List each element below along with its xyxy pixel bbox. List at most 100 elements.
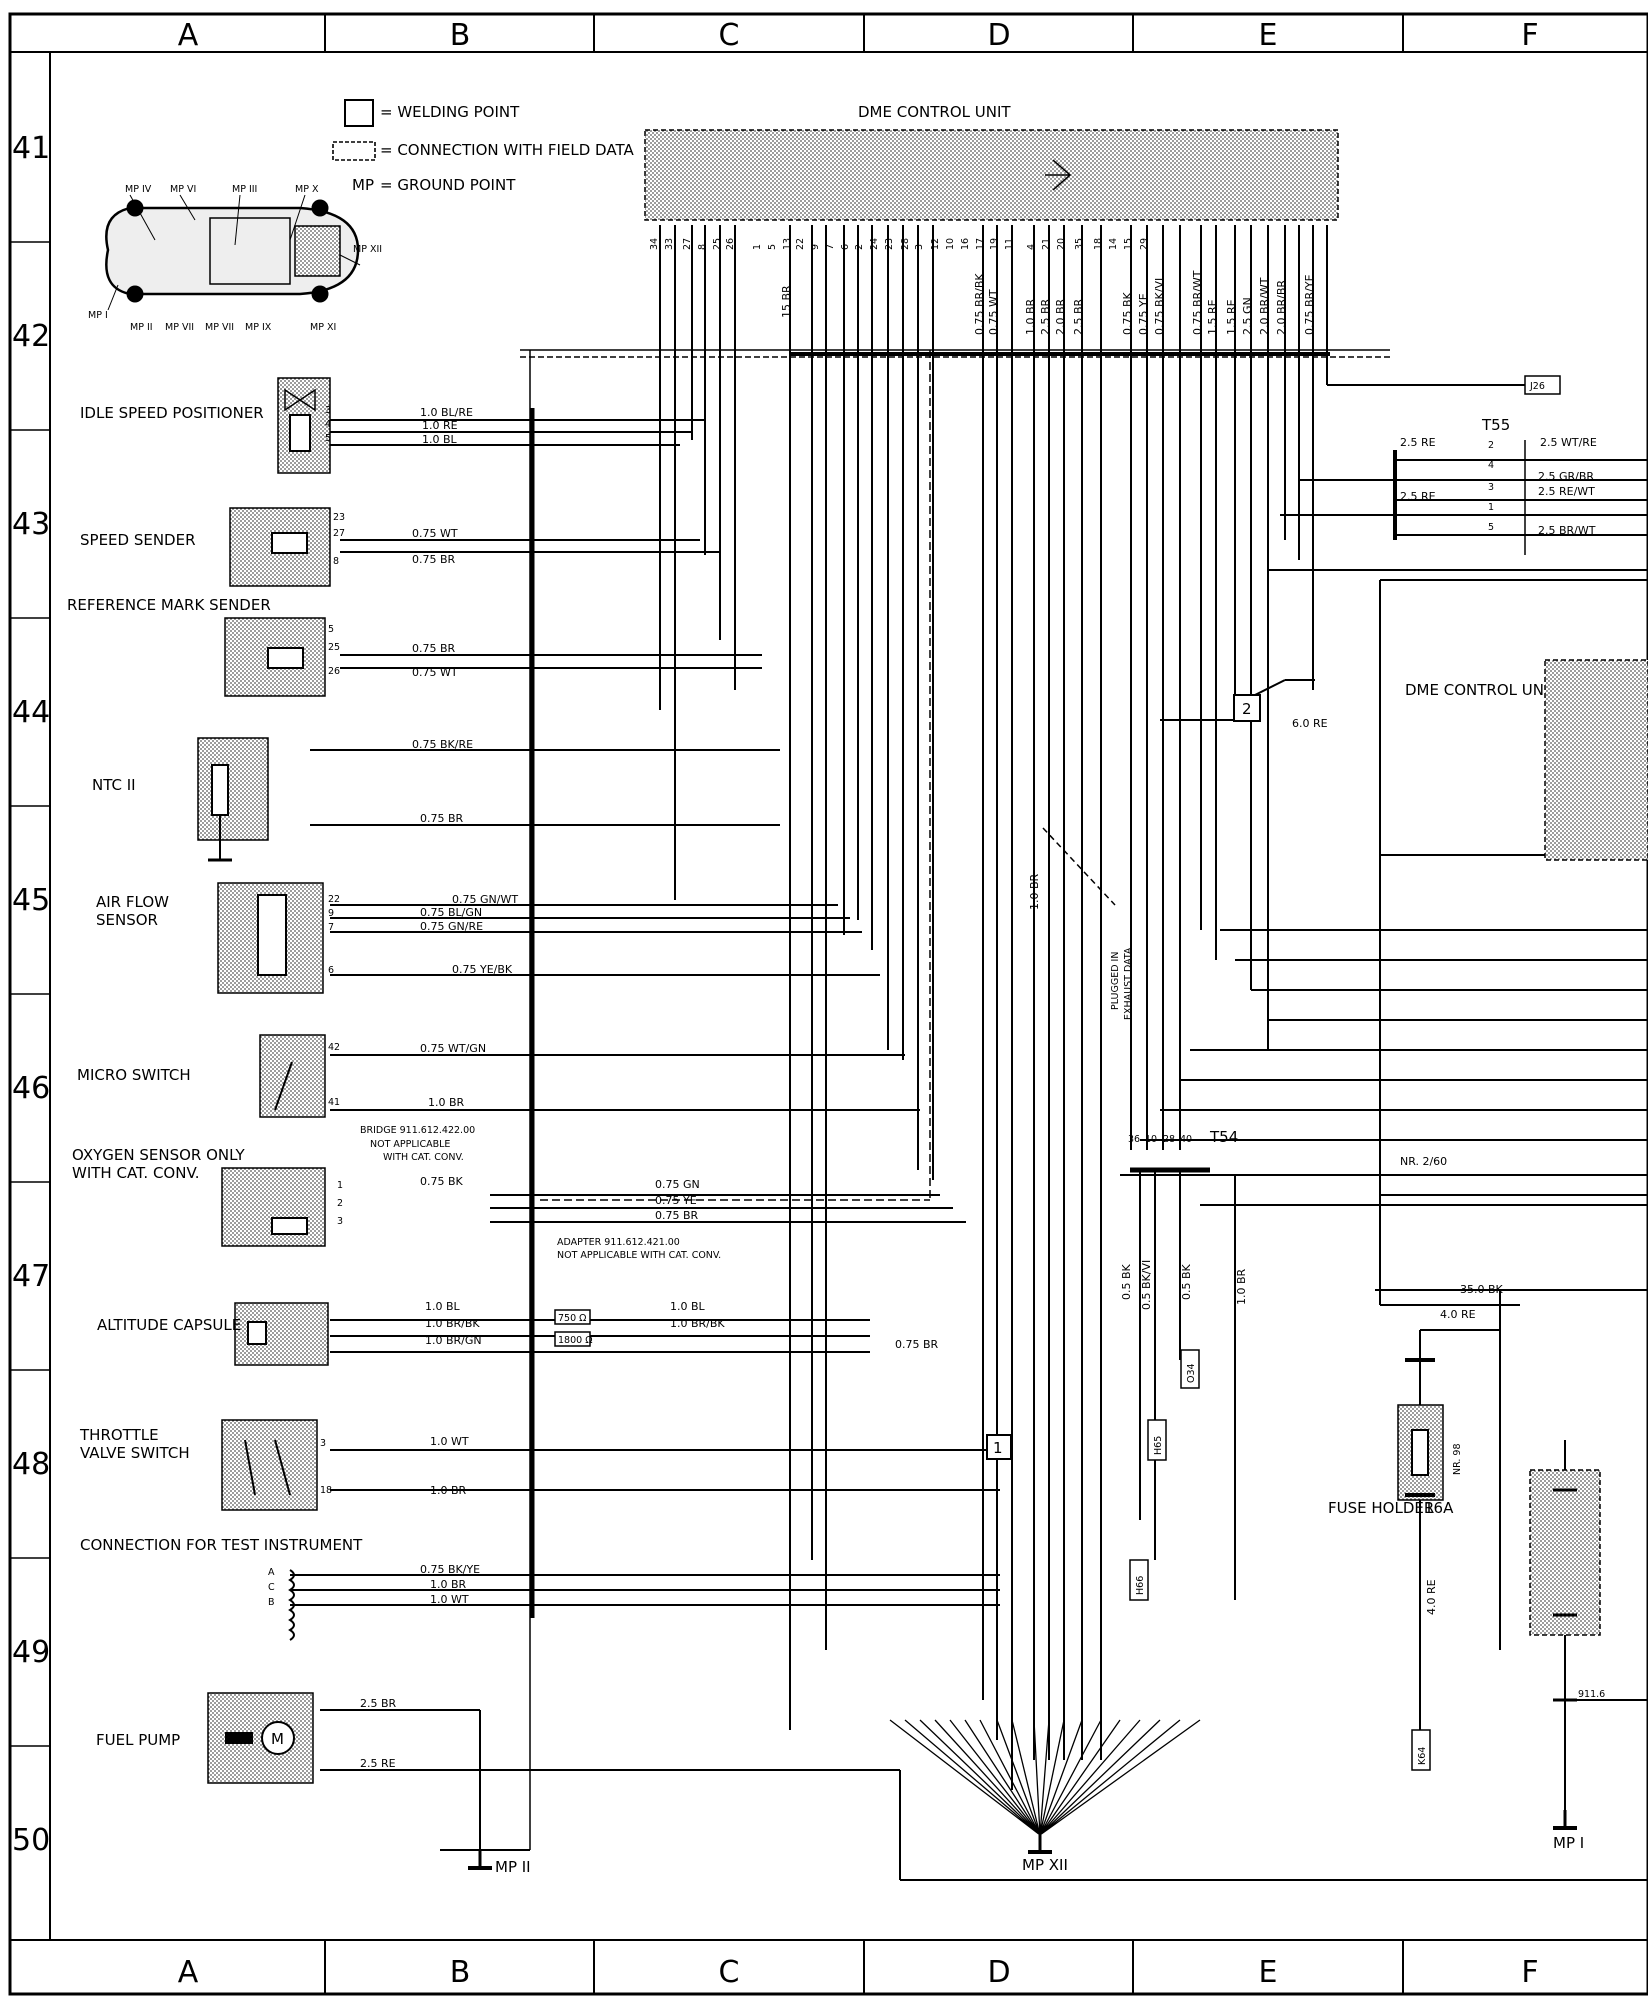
component-label: VALVE SWITCH: [80, 1444, 190, 1462]
svg-text:= GROUND POINT: = GROUND POINT: [380, 176, 516, 194]
dme-pin-label: 3: [914, 244, 925, 250]
svg-text:MP XI: MP XI: [310, 322, 336, 333]
svg-text:28: 28: [1163, 1134, 1175, 1145]
svg-text:0.75 WT: 0.75 WT: [412, 527, 458, 540]
dme-pin-label: 10: [945, 238, 956, 250]
dme-pin-label: 33: [664, 238, 675, 250]
svg-text:4.0 RE: 4.0 RE: [1440, 1308, 1476, 1321]
svg-text:9: 9: [328, 908, 334, 919]
svg-text:J26: J26: [1529, 381, 1545, 392]
oxygen-sensor-component: OXYGEN SENSOR ONLY WITH CAT. CONV. 1 2 3…: [72, 1125, 700, 1247]
dme-pin-label: 35: [1074, 238, 1085, 250]
mp-ii-label: MP II: [495, 1858, 531, 1876]
row-label-47: 47: [12, 1259, 50, 1294]
dme-pin-label: 7: [825, 244, 836, 250]
dme-pin-label: 4: [1026, 244, 1037, 250]
dme-pin-label: 9: [810, 244, 821, 250]
svg-text:0.75 BR: 0.75 BR: [412, 642, 456, 655]
svg-text:2: 2: [1488, 440, 1494, 451]
svg-text:27: 27: [333, 528, 345, 539]
svg-text:1.0 BR/GN: 1.0 BR/GN: [425, 1334, 482, 1347]
svg-text:2.5 RE/WT: 2.5 RE/WT: [1538, 485, 1595, 498]
svg-text:2.5 RE: 2.5 RE: [1400, 436, 1436, 449]
svg-text:1.0 BL/RE: 1.0 BL/RE: [420, 406, 473, 419]
ntc-sensor-component: NTC II 0.75 BK/RE 0.75 BR: [92, 737, 473, 862]
svg-text:2.5 BR/WT: 2.5 BR/WT: [1538, 524, 1596, 537]
dme-pin-label: 11: [1004, 238, 1015, 250]
dme-wire-label: 0.75 WT: [987, 289, 1000, 335]
svg-text:0.5 BK: 0.5 BK: [1120, 1263, 1133, 1300]
dme-wire-label: 2.0 BR/BR: [1275, 280, 1288, 335]
component-label: REFERENCE MARK SENDER: [67, 596, 271, 614]
col-label-d: D: [987, 1955, 1010, 1990]
col-label-d: D: [987, 18, 1010, 53]
component-label: CONNECTION FOR TEST INSTRUMENT: [80, 1536, 363, 1554]
dme-wire-label: 2.5 GN: [1241, 297, 1254, 335]
svg-text:NR. 98: NR. 98: [1452, 1444, 1463, 1476]
svg-text:0.75 WT: 0.75 WT: [412, 666, 458, 679]
svg-text:2.5 BR: 2.5 BR: [360, 1697, 397, 1710]
svg-text:3: 3: [320, 1438, 326, 1449]
svg-text:5: 5: [325, 433, 331, 444]
svg-text:1800 Ω: 1800 Ω: [558, 1335, 592, 1346]
svg-text:NOT APPLICABLE: NOT APPLICABLE: [370, 1139, 450, 1150]
svg-text:2: 2: [1242, 700, 1252, 718]
component-label: OXYGEN SENSOR ONLY: [72, 1146, 246, 1164]
dme-pin-label: 8: [697, 244, 708, 250]
svg-text:4: 4: [1488, 460, 1494, 471]
svg-text:10: 10: [1145, 1134, 1157, 1145]
right-section: J26 T55 2 4 3 1 5 2.5 RE 2.5 RE 2.5 WT/R…: [1042, 375, 1648, 1852]
svg-text:2.5 WT/RE: 2.5 WT/RE: [1540, 436, 1597, 449]
svg-text:MP: MP: [352, 176, 374, 194]
svg-text:5: 5: [328, 624, 334, 635]
svg-text:2.5 RE: 2.5 RE: [360, 1757, 396, 1770]
svg-text:T54: T54: [1209, 1128, 1238, 1146]
row-label-45: 45: [12, 883, 50, 918]
svg-text:H65: H65: [1153, 1436, 1164, 1455]
svg-text:MP VI: MP VI: [170, 184, 196, 195]
row-label-49: 49: [12, 1635, 50, 1670]
dme-wire-label: 1.5 RE: [1225, 299, 1238, 335]
component-label: FUEL PUMP: [96, 1731, 180, 1749]
svg-text:0.75 GN/WT: 0.75 GN/WT: [452, 893, 518, 906]
dme-pin-label: 2: [854, 244, 865, 250]
col-label-e: E: [1259, 18, 1278, 53]
row-label-48: 48: [12, 1447, 50, 1482]
wiring: [290, 225, 1648, 1881]
dme-pin-label: 29: [1139, 238, 1150, 250]
dme-pin-label: 17: [975, 238, 986, 250]
svg-text:1.0 BR: 1.0 BR: [1028, 873, 1041, 910]
dme-pin-label: 1: [752, 244, 763, 250]
svg-text:0.75 BR: 0.75 BR: [655, 1209, 699, 1222]
svg-text:26: 26: [328, 666, 340, 677]
dme-pin-label: 27: [682, 238, 693, 250]
dme-wire-label: 0.75 BR/WT: [1191, 270, 1204, 335]
svg-text:0.75 BK: 0.75 BK: [420, 1175, 464, 1188]
legend: = WELDING POINT = CONNECTION WITH FIELD …: [332, 99, 634, 194]
col-label-a: A: [178, 18, 199, 53]
component-label: SENSOR: [96, 911, 158, 929]
dme-wire-label: 0.75 BK: [1121, 291, 1134, 335]
svg-text:4: 4: [325, 419, 331, 430]
svg-text:1.0 WT: 1.0 WT: [430, 1435, 469, 1448]
svg-text:T55: T55: [1481, 416, 1510, 434]
svg-text:1.0 BR: 1.0 BR: [430, 1578, 467, 1591]
micro-switch-component: MICRO SWITCH 42 41 0.75 WT/GN 1.0 BR: [77, 1034, 486, 1118]
dme-wire-label: 15 BR: [780, 285, 793, 318]
svg-text:0.75 GN/RE: 0.75 GN/RE: [420, 920, 483, 933]
row-label-41: 41: [12, 131, 50, 166]
svg-text:18: 18: [320, 1485, 332, 1496]
row-label-42: 42: [12, 319, 50, 354]
dme-wire-label: 1.0 BR: [1024, 298, 1037, 335]
idle-speed-positioner-component: IDLE SPEED POSITIONER 3 4 5 1.0 BL/RE 1.…: [80, 377, 473, 474]
dme-wire-label: 0.75 BR/YE: [1303, 274, 1316, 335]
svg-text:0.5 BK: 0.5 BK: [1180, 1263, 1193, 1300]
reference-mark-sender-component: REFERENCE MARK SENDER 5 25 26 0.75 BR 0.…: [67, 596, 458, 697]
svg-text:0.75 BR: 0.75 BR: [420, 812, 464, 825]
column-labels-top: A B C D E F: [178, 18, 1539, 53]
svg-text:MP I: MP I: [1553, 1834, 1584, 1852]
svg-text:MP VII: MP VII: [205, 322, 234, 333]
svg-text:8: 8: [333, 556, 339, 567]
component-label: NTC II: [92, 776, 136, 794]
